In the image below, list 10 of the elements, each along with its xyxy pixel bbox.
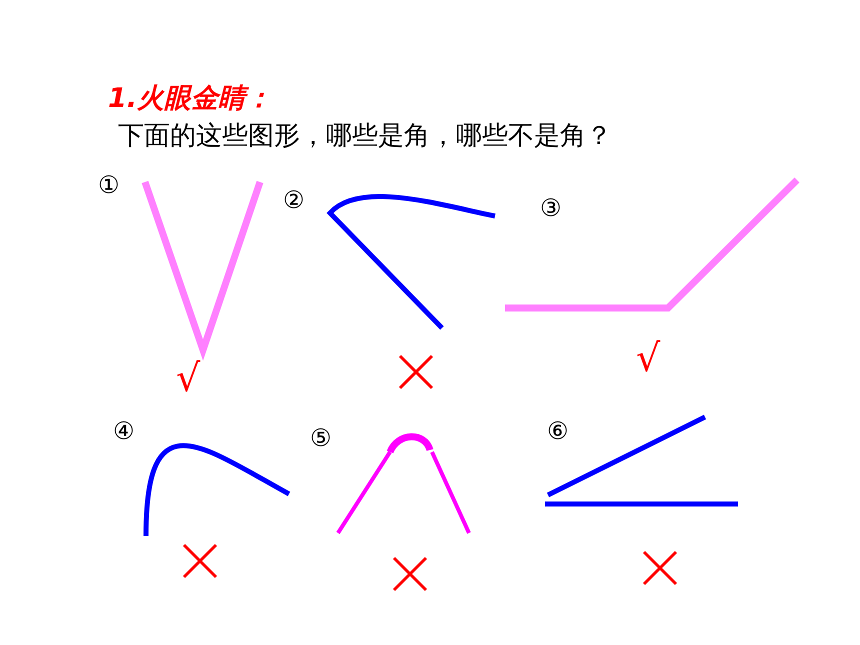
number-label: ④ [113,418,135,444]
heading: 1.火眼金睛： [108,84,272,114]
check-mark: √ [636,338,660,380]
number-label: ⑥ [547,418,569,444]
number-label: ⑤ [310,425,332,452]
number-label: ② [283,187,305,214]
number-label: ③ [540,195,562,222]
instruction-text: 下面的这些图形，哪些是角，哪些不是角？ [118,122,612,151]
number-label: ① [98,172,120,198]
check-mark: √ [176,358,200,400]
